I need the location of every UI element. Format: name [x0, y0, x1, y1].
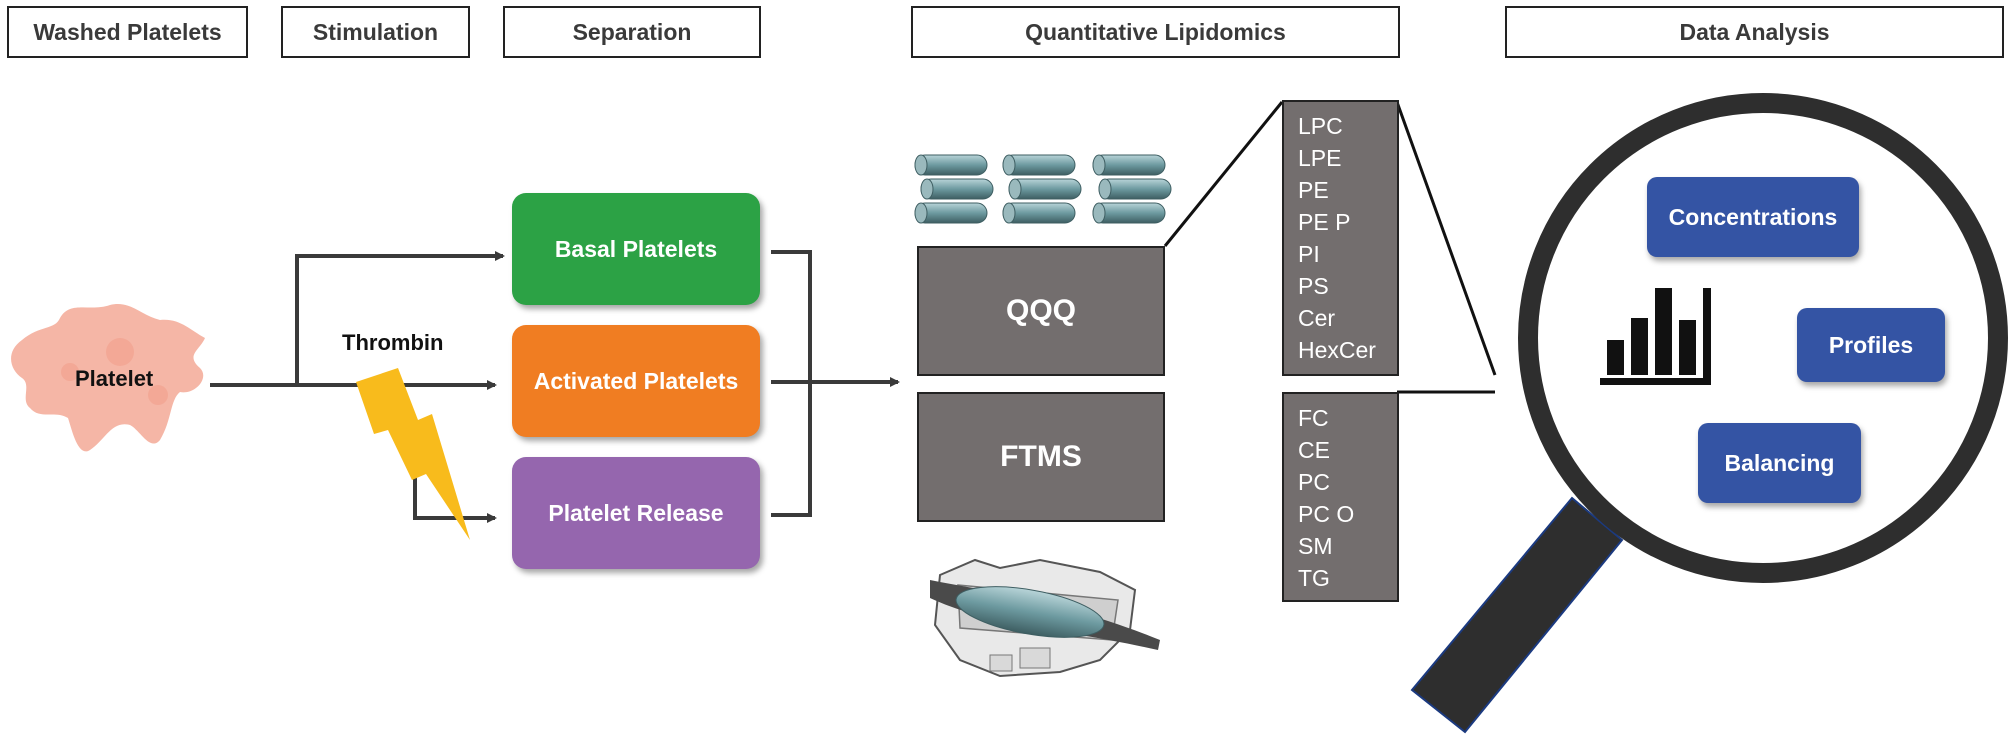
platelet-label: Platelet — [75, 366, 154, 391]
magnifier-icon — [1410, 93, 2008, 734]
lipid-class: PC — [1298, 469, 1330, 495]
lightning-icon — [356, 368, 470, 540]
thrombin-label: Thrombin — [342, 330, 444, 355]
activated-platelets-box: Activated Platelets — [512, 325, 760, 437]
lipid-class: PC O — [1298, 501, 1355, 527]
platelet-icon — [11, 303, 205, 452]
qqq-lipid-list: LPC LPE PE PE P PI PS Cer HexCer — [1282, 100, 1399, 376]
lipid-class: CE — [1298, 437, 1330, 463]
lipid-class: LPC — [1298, 113, 1343, 139]
ftms-instrument-box: FTMS — [917, 392, 1165, 522]
lipid-class: PI — [1298, 241, 1320, 267]
orbitrap-icon — [930, 558, 1160, 678]
lipid-class: PS — [1298, 273, 1329, 299]
profiles-box: Profiles — [1797, 308, 1945, 382]
bar-chart-icon — [1600, 288, 1711, 385]
lipid-class: PE — [1298, 177, 1329, 203]
quadrupole-icon — [914, 154, 1172, 224]
concentrations-box: Concentrations — [1647, 177, 1859, 257]
lipid-class: HexCer — [1298, 337, 1376, 363]
lipid-class: SM — [1298, 533, 1333, 559]
header-separation: Separation — [503, 6, 761, 58]
lipid-class: Cer — [1298, 305, 1336, 331]
zoom-lines — [1163, 101, 1497, 394]
header-data-analysis: Data Analysis — [1505, 6, 2004, 58]
basal-platelets-box: Basal Platelets — [512, 193, 760, 305]
lipid-class: PE P — [1298, 209, 1351, 235]
header-washed-platelets: Washed Platelets — [7, 6, 248, 58]
lipid-class: LPE — [1298, 145, 1342, 171]
balancing-box: Balancing — [1698, 423, 1861, 503]
ftms-lipid-list: FC CE PC PC O SM TG — [1282, 392, 1399, 602]
header-stimulation: Stimulation — [281, 6, 470, 58]
lipid-class: FC — [1298, 405, 1329, 431]
lipid-class: TG — [1298, 565, 1330, 591]
header-quantitative-lipidomics: Quantitative Lipidomics — [911, 6, 1400, 58]
qqq-instrument-box: QQQ — [917, 246, 1165, 376]
platelet-release-box: Platelet Release — [512, 457, 760, 569]
